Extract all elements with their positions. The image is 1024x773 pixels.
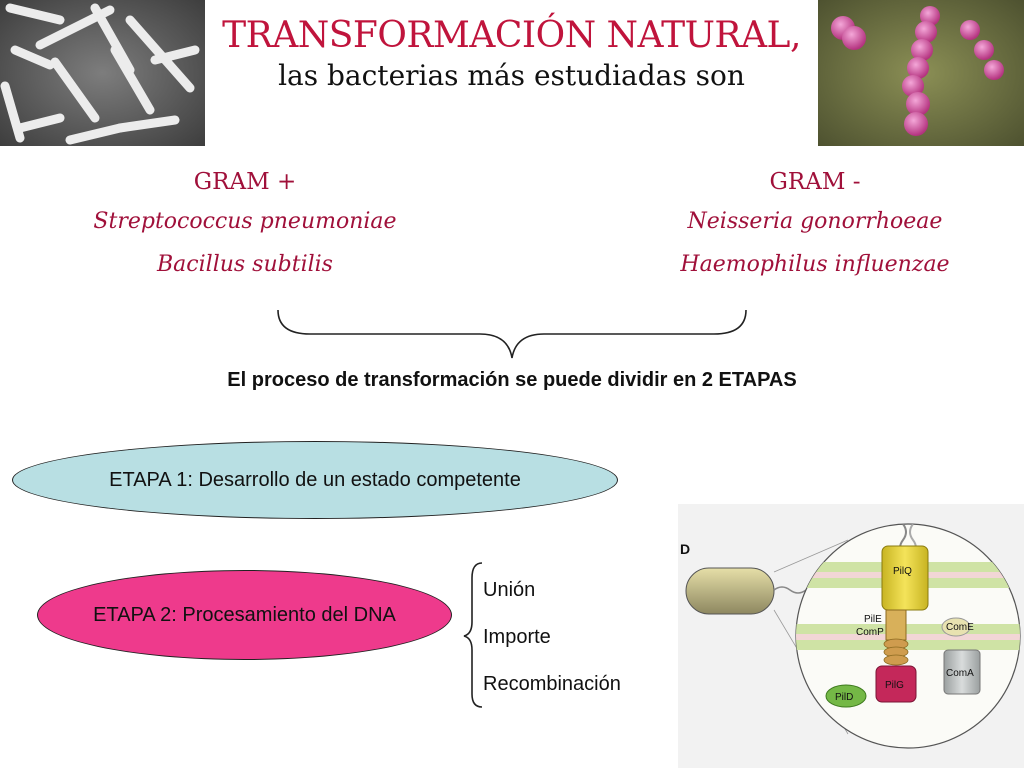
competence-machinery-diagram: D bbox=[678, 504, 1024, 768]
process-description: El proceso de transformación se puede di… bbox=[227, 369, 797, 391]
label-pilq: PilQ bbox=[893, 566, 912, 577]
stage2-ellipse: ETAPA 2: Procesamiento del DNA bbox=[37, 570, 452, 660]
gram-positive-column: GRAM + Streptococcus pneumoniae Bacillus… bbox=[40, 164, 450, 286]
step-import: Importe bbox=[483, 626, 551, 648]
gram-negative-header: GRAM - bbox=[769, 169, 861, 195]
gram-negative-species: Neisseria gonorrhoeae bbox=[687, 209, 943, 234]
label-pile: PilE bbox=[864, 614, 882, 625]
label-coma: ComA bbox=[946, 668, 974, 679]
stage1-label: ETAPA 1: Desarrollo de un estado compete… bbox=[109, 468, 521, 491]
gram-negative-column: GRAM - Neisseria gonorrhoeae Haemophilus… bbox=[610, 164, 1020, 286]
step-union: Unión bbox=[483, 579, 536, 601]
stage1-ellipse: ETAPA 1: Desarrollo de un estado compete… bbox=[12, 441, 618, 519]
bacillus-micrograph bbox=[0, 0, 205, 146]
gram-negative-species: Haemophilus influenzae bbox=[680, 252, 950, 277]
title-block: TRANSFORMACIÓN NATURAL, las bacterias má… bbox=[205, 14, 818, 94]
label-comp: ComP bbox=[856, 627, 884, 638]
step-recombination: Recombinación bbox=[483, 673, 621, 695]
label-come: ComE bbox=[946, 622, 974, 633]
panel-letter: D bbox=[680, 541, 690, 557]
curly-brace-vertical bbox=[463, 562, 483, 708]
gram-positive-species: Bacillus subtilis bbox=[157, 252, 333, 277]
stage2-label: ETAPA 2: Procesamiento del DNA bbox=[93, 603, 396, 626]
label-pilg: PilG bbox=[885, 680, 904, 691]
gram-positive-header: GRAM + bbox=[193, 169, 297, 195]
label-pild: PilD bbox=[835, 692, 853, 703]
streptococcus-micrograph bbox=[818, 0, 1024, 146]
curly-brace-horizontal bbox=[277, 309, 747, 359]
title-main: TRANSFORMACIÓN NATURAL, bbox=[222, 15, 801, 56]
gram-positive-species: Streptococcus pneumoniae bbox=[93, 209, 397, 234]
title-subtitle: las bacterias más estudiadas son bbox=[278, 59, 745, 92]
